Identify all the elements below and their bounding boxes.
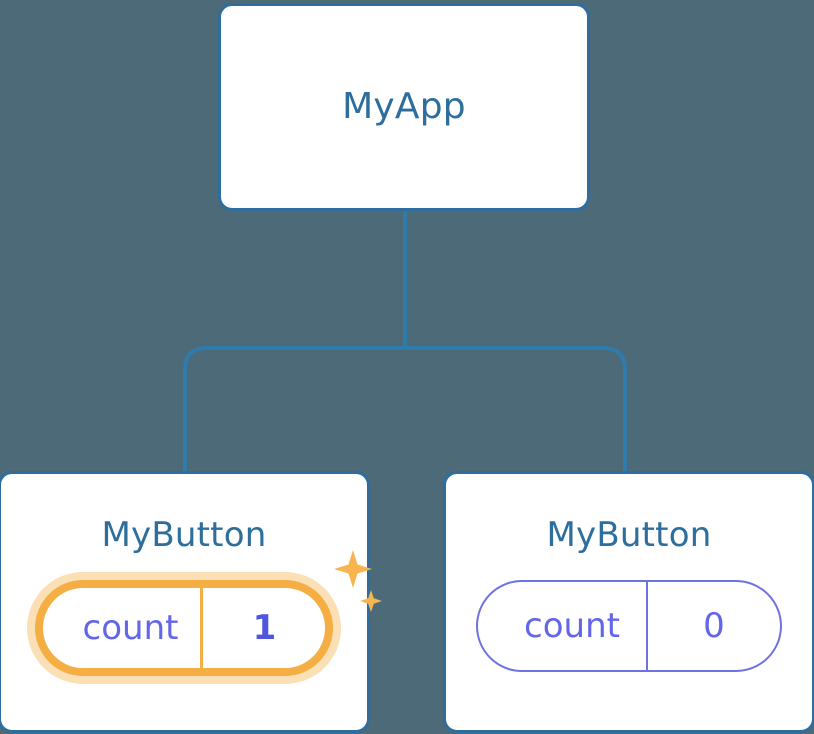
sparkle-large-icon	[334, 550, 373, 588]
node-title: MyButton	[546, 515, 712, 555]
node-title: MyButton	[101, 515, 267, 555]
node-mybutton-left[interactable]: MyButton count 1	[0, 471, 383, 733]
state-badge-highlighted[interactable]: count 1	[34, 550, 383, 676]
node-myapp[interactable]: MyApp	[218, 3, 590, 211]
state-value: 1	[200, 588, 325, 668]
sparkle-small-icon	[360, 590, 383, 612]
state-key: count	[524, 606, 620, 646]
state-badge[interactable]: count 0	[476, 580, 782, 672]
state-badge[interactable]: count 1	[34, 580, 334, 676]
state-value: 0	[645, 582, 780, 670]
node-title: MyApp	[342, 86, 466, 127]
state-badge-plain[interactable]: count 0	[476, 580, 782, 672]
node-mybutton-right[interactable]: MyButton count 0	[443, 471, 814, 733]
sparkle-group	[334, 550, 383, 612]
state-key: count	[82, 608, 179, 648]
edge-child-bus	[183, 346, 627, 471]
